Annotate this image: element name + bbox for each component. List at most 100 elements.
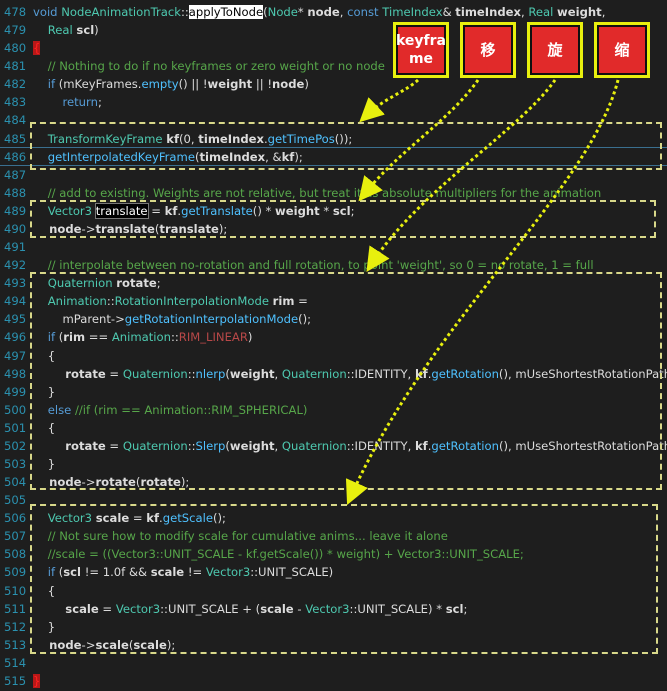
code-line[interactable]: 497 { (0, 347, 667, 365)
code-token: return (33, 95, 98, 110)
code-line[interactable]: 515} (0, 672, 667, 690)
code-token: ::UNIT_SCALE + ( (160, 601, 261, 616)
line-number: 481 (4, 59, 27, 74)
code-line[interactable]: 494 Animation::RotationInterpolationMode… (0, 292, 667, 310)
code-line[interactable]: 499 } (0, 383, 667, 401)
code-line[interactable]: 513 node->scale(scale); (0, 636, 667, 654)
code-token: ( (194, 149, 200, 164)
code-line[interactable]: 511 scale = Vector3::UNIT_SCALE + (scale… (0, 600, 667, 618)
line-number: 490 (4, 221, 27, 236)
code-line[interactable]: 512 } (0, 618, 667, 636)
code-text: Quaternion rotate; (33, 274, 161, 292)
code-line[interactable]: 505 (0, 491, 667, 509)
code-token: Quaternion (122, 366, 188, 381)
line-number: 479 (4, 23, 27, 38)
code-line[interactable]: 503 } (0, 455, 667, 473)
code-line[interactable]: 493 Quaternion rotate; (0, 274, 667, 292)
code-line[interactable]: 509 if (scl != 1.0f && scale != Vector3:… (0, 563, 667, 581)
code-token: empty (141, 77, 179, 92)
line-number: 491 (4, 240, 27, 255)
code-token: . (263, 131, 268, 146)
code-token: :: (180, 5, 189, 19)
code-token: ; (463, 601, 468, 616)
code-token: () || ! (178, 77, 208, 92)
keyframe-box (30, 122, 662, 170)
code-token: || ! (252, 77, 273, 92)
code-token: scale (33, 601, 99, 616)
code-token: timeIndex (455, 5, 521, 19)
code-text: // Not sure how to modify scale for cumu… (33, 527, 448, 545)
code-text: { (33, 347, 55, 365)
line-number: 482 (4, 77, 27, 92)
code-line[interactable]: 479 Real scl) (0, 21, 667, 39)
code-token: { (33, 41, 41, 56)
scale-box (30, 504, 658, 654)
code-text: Vector3 scale = kf.getScale(); (33, 509, 226, 527)
code-text: } (33, 618, 55, 636)
code-token: node (33, 475, 82, 490)
code-token: ( (135, 475, 141, 490)
line-number: 506 (4, 511, 27, 526)
line-number: 489 (4, 203, 27, 218)
code-token: = (129, 511, 147, 526)
code-token: , (520, 5, 529, 19)
code-token: Quaternion (281, 366, 347, 381)
code-text: Real scl) (33, 21, 99, 39)
code-text: } (33, 672, 41, 690)
code-line[interactable]: 508 //scale = ((Vector3::UNIT_SCALE - kf… (0, 545, 667, 563)
code-token: nlerp (195, 366, 226, 381)
code-token: -> (110, 312, 125, 327)
code-text: mParent->getRotationInterpolationMode(); (33, 310, 311, 328)
code-line[interactable]: 484 (0, 111, 667, 129)
code-line[interactable]: 485 TransformKeyFrame kf(0, timeIndex.ge… (0, 130, 667, 148)
code-token: Vector3 (205, 565, 251, 580)
code-token: kf (281, 149, 295, 164)
code-token: ()); (334, 131, 353, 146)
code-line[interactable]: 507 // Not sure how to modify scale for … (0, 527, 667, 545)
code-token: :: (106, 294, 115, 309)
code-line[interactable]: 483 return; (0, 93, 667, 111)
code-line[interactable]: 481 // Nothing to do if no keyframes or … (0, 57, 667, 75)
code-line[interactable]: 496 if (rim == Animation::RIM_LINEAR) (0, 328, 667, 346)
code-line[interactable]: 486 getInterpolatedKeyFrame(timeIndex, &… (0, 148, 667, 166)
code-line[interactable]: 487 (0, 166, 667, 184)
code-text: getInterpolatedKeyFrame(timeIndex, &kf); (33, 148, 303, 166)
label-translate: 移 (460, 22, 516, 78)
code-token: ( (225, 366, 230, 381)
code-token: * (319, 203, 333, 218)
code-line[interactable]: 506 Vector3 scale = kf.getScale(); (0, 509, 667, 527)
code-token: ( (128, 637, 134, 652)
code-token: weight (275, 203, 320, 218)
code-line[interactable]: 514 (0, 654, 667, 672)
code-line[interactable]: 495 mParent->getRotationInterpolationMod… (0, 310, 667, 328)
line-number: 485 (4, 131, 27, 146)
code-token: Vector3 (33, 203, 96, 218)
line-number: 502 (4, 438, 27, 453)
code-line[interactable]: 504 node->rotate(rotate); (0, 473, 667, 491)
code-line[interactable]: 490 node->translate(translate); (0, 220, 667, 238)
code-token: ( (58, 77, 64, 92)
code-token: , (274, 438, 282, 453)
line-number: 512 (4, 619, 27, 634)
code-line[interactable]: 510 { (0, 582, 667, 600)
line-number: 515 (4, 673, 27, 688)
code-token: getRotationInterpolationMode (124, 312, 299, 327)
label-keyframe: keyfra me (393, 22, 449, 78)
code-token: . (137, 77, 142, 92)
code-line[interactable]: 501 { (0, 419, 667, 437)
code-token: & (442, 5, 456, 19)
code-token: ::UNIT_SCALE) (250, 565, 334, 580)
code-text: TransformKeyFrame kf(0, timeIndex.getTim… (33, 130, 353, 148)
code-line[interactable]: 482 if (mKeyFrames.empty() || !weight ||… (0, 75, 667, 93)
code-token: :: (187, 366, 196, 381)
rotate-box (30, 272, 662, 490)
code-token: const (347, 5, 383, 19)
code-line[interactable]: 500 else //if (rim == Animation::RIM_SPH… (0, 401, 667, 419)
code-token: translate (159, 221, 219, 236)
code-line[interactable]: 480{ (0, 39, 667, 57)
code-token: . (177, 203, 182, 218)
code-token: mKeyFrames (63, 77, 138, 92)
code-line[interactable]: 491 (0, 238, 667, 256)
code-token: timeIndex (199, 149, 266, 164)
